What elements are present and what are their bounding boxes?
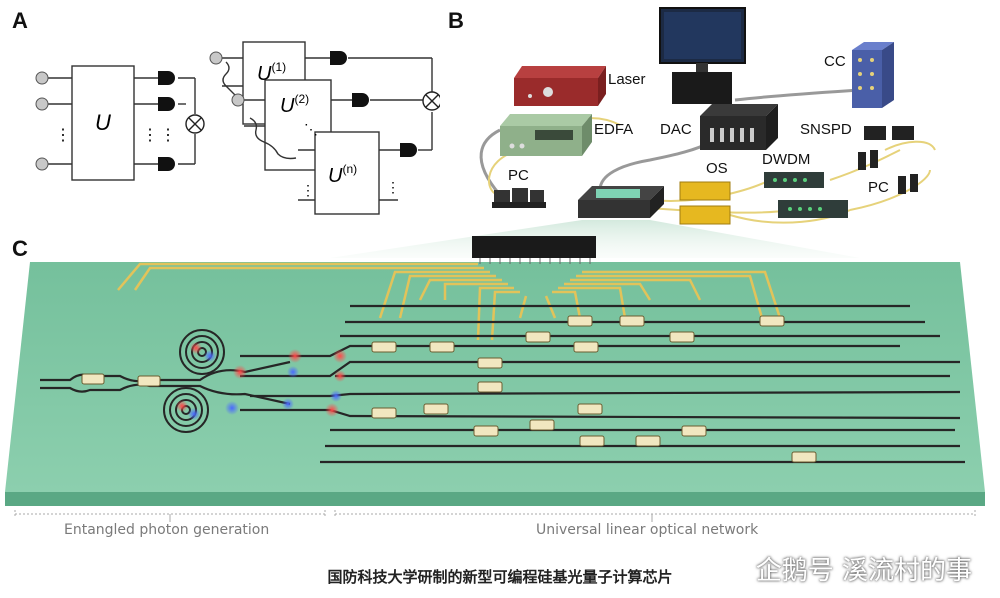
label-dac: DAC — [660, 121, 692, 138]
label-pc-left: PC — [508, 167, 529, 184]
dots-right: ⋮ — [142, 127, 158, 144]
label-snspd: SNSPD — [800, 121, 852, 138]
input-photon-sources — [35, 71, 49, 171]
chip-connector — [472, 236, 596, 264]
label-pc-right: PC — [868, 179, 889, 196]
label-dwdm: DWDM — [762, 151, 810, 168]
os-switches — [679, 181, 731, 225]
panel-c-chip — [5, 220, 985, 522]
label-os: OS — [706, 160, 728, 177]
label-edfa: EDFA — [594, 121, 633, 138]
dots-multi-right: ⋮ — [386, 179, 400, 195]
multiply-node — [185, 114, 205, 134]
cc-device — [852, 42, 894, 108]
chip-box — [578, 186, 664, 218]
laser-device — [514, 66, 606, 106]
bracket-ticks — [169, 514, 653, 522]
pc-left-device — [492, 188, 546, 208]
unitary-label: U — [95, 110, 111, 135]
dots-left: ⋮ — [55, 127, 71, 144]
unitary-n-label: U(n) — [328, 162, 357, 187]
multiply-node-multi — [422, 91, 440, 111]
dots-multi-left: ⋮ — [301, 182, 315, 198]
detectors-multi — [330, 51, 417, 157]
snspd-devices — [864, 126, 914, 140]
panel-b-setup: Laser EDFA PC DAC OS DWDM CC SNSPD PC — [479, 7, 936, 225]
monitor — [659, 7, 746, 104]
label-cc: CC — [824, 53, 846, 70]
photon-markers — [176, 342, 347, 420]
input-photon-sources-multi — [209, 51, 245, 107]
pc-right-devices — [858, 150, 918, 194]
dac-device — [700, 104, 778, 150]
panel-label-b: B — [448, 8, 464, 33]
panel-label-c: C — [12, 236, 28, 261]
diag-dots: ⋱ — [304, 121, 318, 137]
dots-detector: ⋮ — [160, 127, 176, 144]
label-laser: Laser — [608, 71, 646, 88]
chip-edge — [5, 492, 985, 506]
watermark: 企鹅号 溪流村的事 — [755, 556, 972, 586]
label-entangled-photon-generation: Entangled photon generation — [64, 522, 270, 538]
panel-a-diagram: U ⋮ ⋮ ⋮ U(1) U(2) U(n) ⋱ ⋮ ⋮ — [35, 41, 440, 215]
label-universal-linear-optical-network: Universal linear optical network — [536, 522, 759, 538]
unitary-2-label: U(2) — [280, 92, 309, 117]
edfa-device — [500, 114, 592, 156]
multi-unitary-circuit — [222, 41, 433, 215]
single-unitary-circuit — [48, 65, 196, 181]
phase-shifters — [81, 315, 817, 463]
detectors — [158, 71, 175, 171]
figure-caption: 国防科技大学研制的新型可编程硅基光量子计算芯片 — [327, 568, 673, 586]
section-brackets — [14, 510, 976, 518]
panel-label-a: A — [12, 8, 28, 33]
control-wires — [117, 262, 782, 341]
dwdm-devices — [764, 172, 848, 218]
unitary-1-label: U(1) — [257, 60, 286, 85]
